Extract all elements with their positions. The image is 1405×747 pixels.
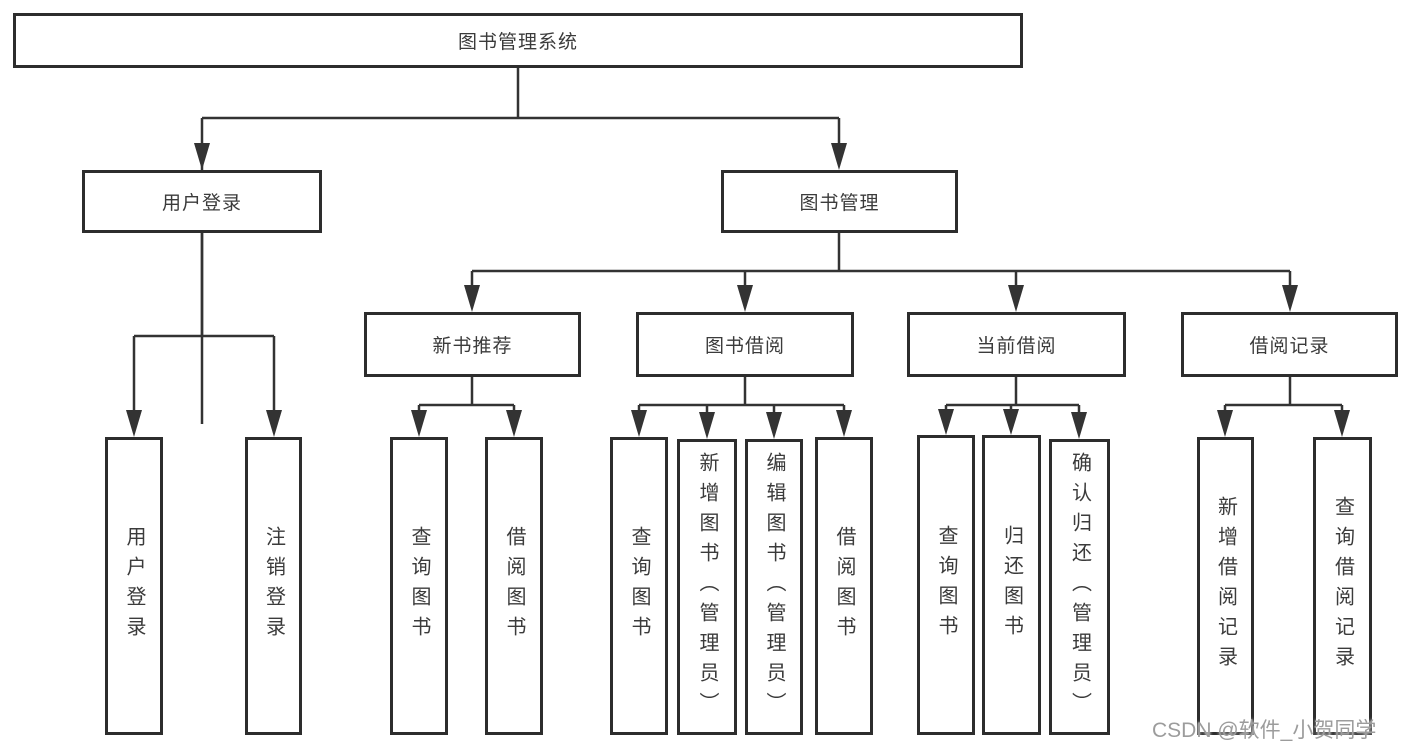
node-book-borrowing: 图书借阅	[636, 312, 854, 377]
node-leaf-query-book-1: 查询图书	[390, 437, 448, 735]
connector-book-management	[464, 233, 1298, 312]
connector-current-borrowing	[938, 377, 1087, 439]
connector-borrowing-records	[1217, 377, 1350, 437]
node-leaf-borrow-book-1: 借阅图书	[485, 437, 543, 735]
node-label: 新增借阅记录	[1214, 496, 1237, 676]
node-root: 图书管理系统	[13, 13, 1023, 68]
arrowhead-down-icon	[126, 410, 142, 437]
node-new-book-recommend: 新书推荐	[364, 312, 581, 377]
node-label: 查询图书	[408, 526, 430, 646]
arrowhead-down-icon	[737, 285, 753, 312]
arrowhead-down-icon	[506, 410, 522, 437]
node-leaf-borrow-book-2: 借阅图书	[815, 437, 873, 735]
arrowhead-down-icon	[1282, 285, 1298, 312]
arrowhead-down-icon	[1071, 412, 1087, 439]
node-leaf-query-book-2: 查询图书	[610, 437, 668, 735]
arrowhead-down-icon	[831, 143, 847, 170]
node-label: 新书推荐	[432, 336, 513, 357]
node-label: 归还图书	[1000, 525, 1023, 645]
arrowhead-down-icon	[1003, 409, 1019, 435]
arrowhead-down-icon	[1008, 285, 1024, 312]
node-label: 注销登录	[262, 526, 285, 646]
connector-book-borrowing	[631, 377, 852, 439]
node-label: 借阅图书	[833, 526, 855, 646]
node-leaf-query-borrow-record: 查询借阅记录	[1313, 437, 1372, 735]
node-leaf-edit-book-admin: 编辑图书（管理员）	[745, 439, 803, 735]
arrowhead-down-icon	[464, 285, 480, 312]
node-label: 借阅记录	[1249, 336, 1330, 357]
arrowhead-down-icon	[1217, 410, 1233, 437]
node-label: 图书借阅	[704, 336, 785, 357]
node-label: 查询图书	[628, 526, 650, 646]
arrowhead-down-icon	[766, 412, 782, 439]
csdn-watermark: CSDN @软件_小贺同学	[1152, 719, 1377, 742]
connector-user-login	[126, 233, 282, 437]
node-label: 当前借阅	[976, 336, 1057, 357]
node-label: 新增图书（管理员）	[696, 452, 718, 722]
node-label: 查询图书	[935, 525, 957, 645]
node-label: 图书管理系统	[457, 32, 578, 53]
node-leaf-user-login: 用户登录	[105, 437, 163, 735]
node-borrowing-records: 借阅记录	[1181, 312, 1398, 377]
connector-root	[194, 68, 847, 424]
node-current-borrowing: 当前借阅	[907, 312, 1126, 377]
node-label: 图书管理	[799, 193, 880, 214]
arrowhead-down-icon	[1334, 410, 1350, 437]
arrowhead-down-icon	[631, 410, 647, 437]
node-label: 查询借阅记录	[1331, 496, 1354, 676]
node-label: 用户登录	[161, 193, 242, 214]
node-user-login: 用户登录	[82, 170, 322, 233]
arrowhead-down-icon	[194, 143, 210, 170]
node-leaf-add-book-admin: 新增图书（管理员）	[677, 439, 737, 735]
node-label: 用户登录	[123, 526, 145, 646]
node-label: 编辑图书（管理员）	[763, 452, 785, 722]
node-book-management: 图书管理	[721, 170, 958, 233]
node-leaf-confirm-return-admin: 确认归还（管理员）	[1049, 439, 1110, 735]
node-leaf-add-borrow-record: 新增借阅记录	[1197, 437, 1254, 735]
arrowhead-down-icon	[836, 410, 852, 437]
arrowhead-down-icon	[938, 409, 954, 435]
node-label: 确认归还（管理员）	[1068, 452, 1091, 722]
node-label: 借阅图书	[503, 526, 525, 646]
arrowhead-down-icon	[411, 410, 427, 437]
node-leaf-return-book: 归还图书	[982, 435, 1041, 735]
node-leaf-query-book-3: 查询图书	[917, 435, 975, 735]
connector-new-book-recommend	[411, 377, 522, 437]
node-leaf-logout: 注销登录	[245, 437, 302, 735]
arrowhead-down-icon	[266, 410, 282, 437]
arrowhead-down-icon	[699, 412, 715, 439]
